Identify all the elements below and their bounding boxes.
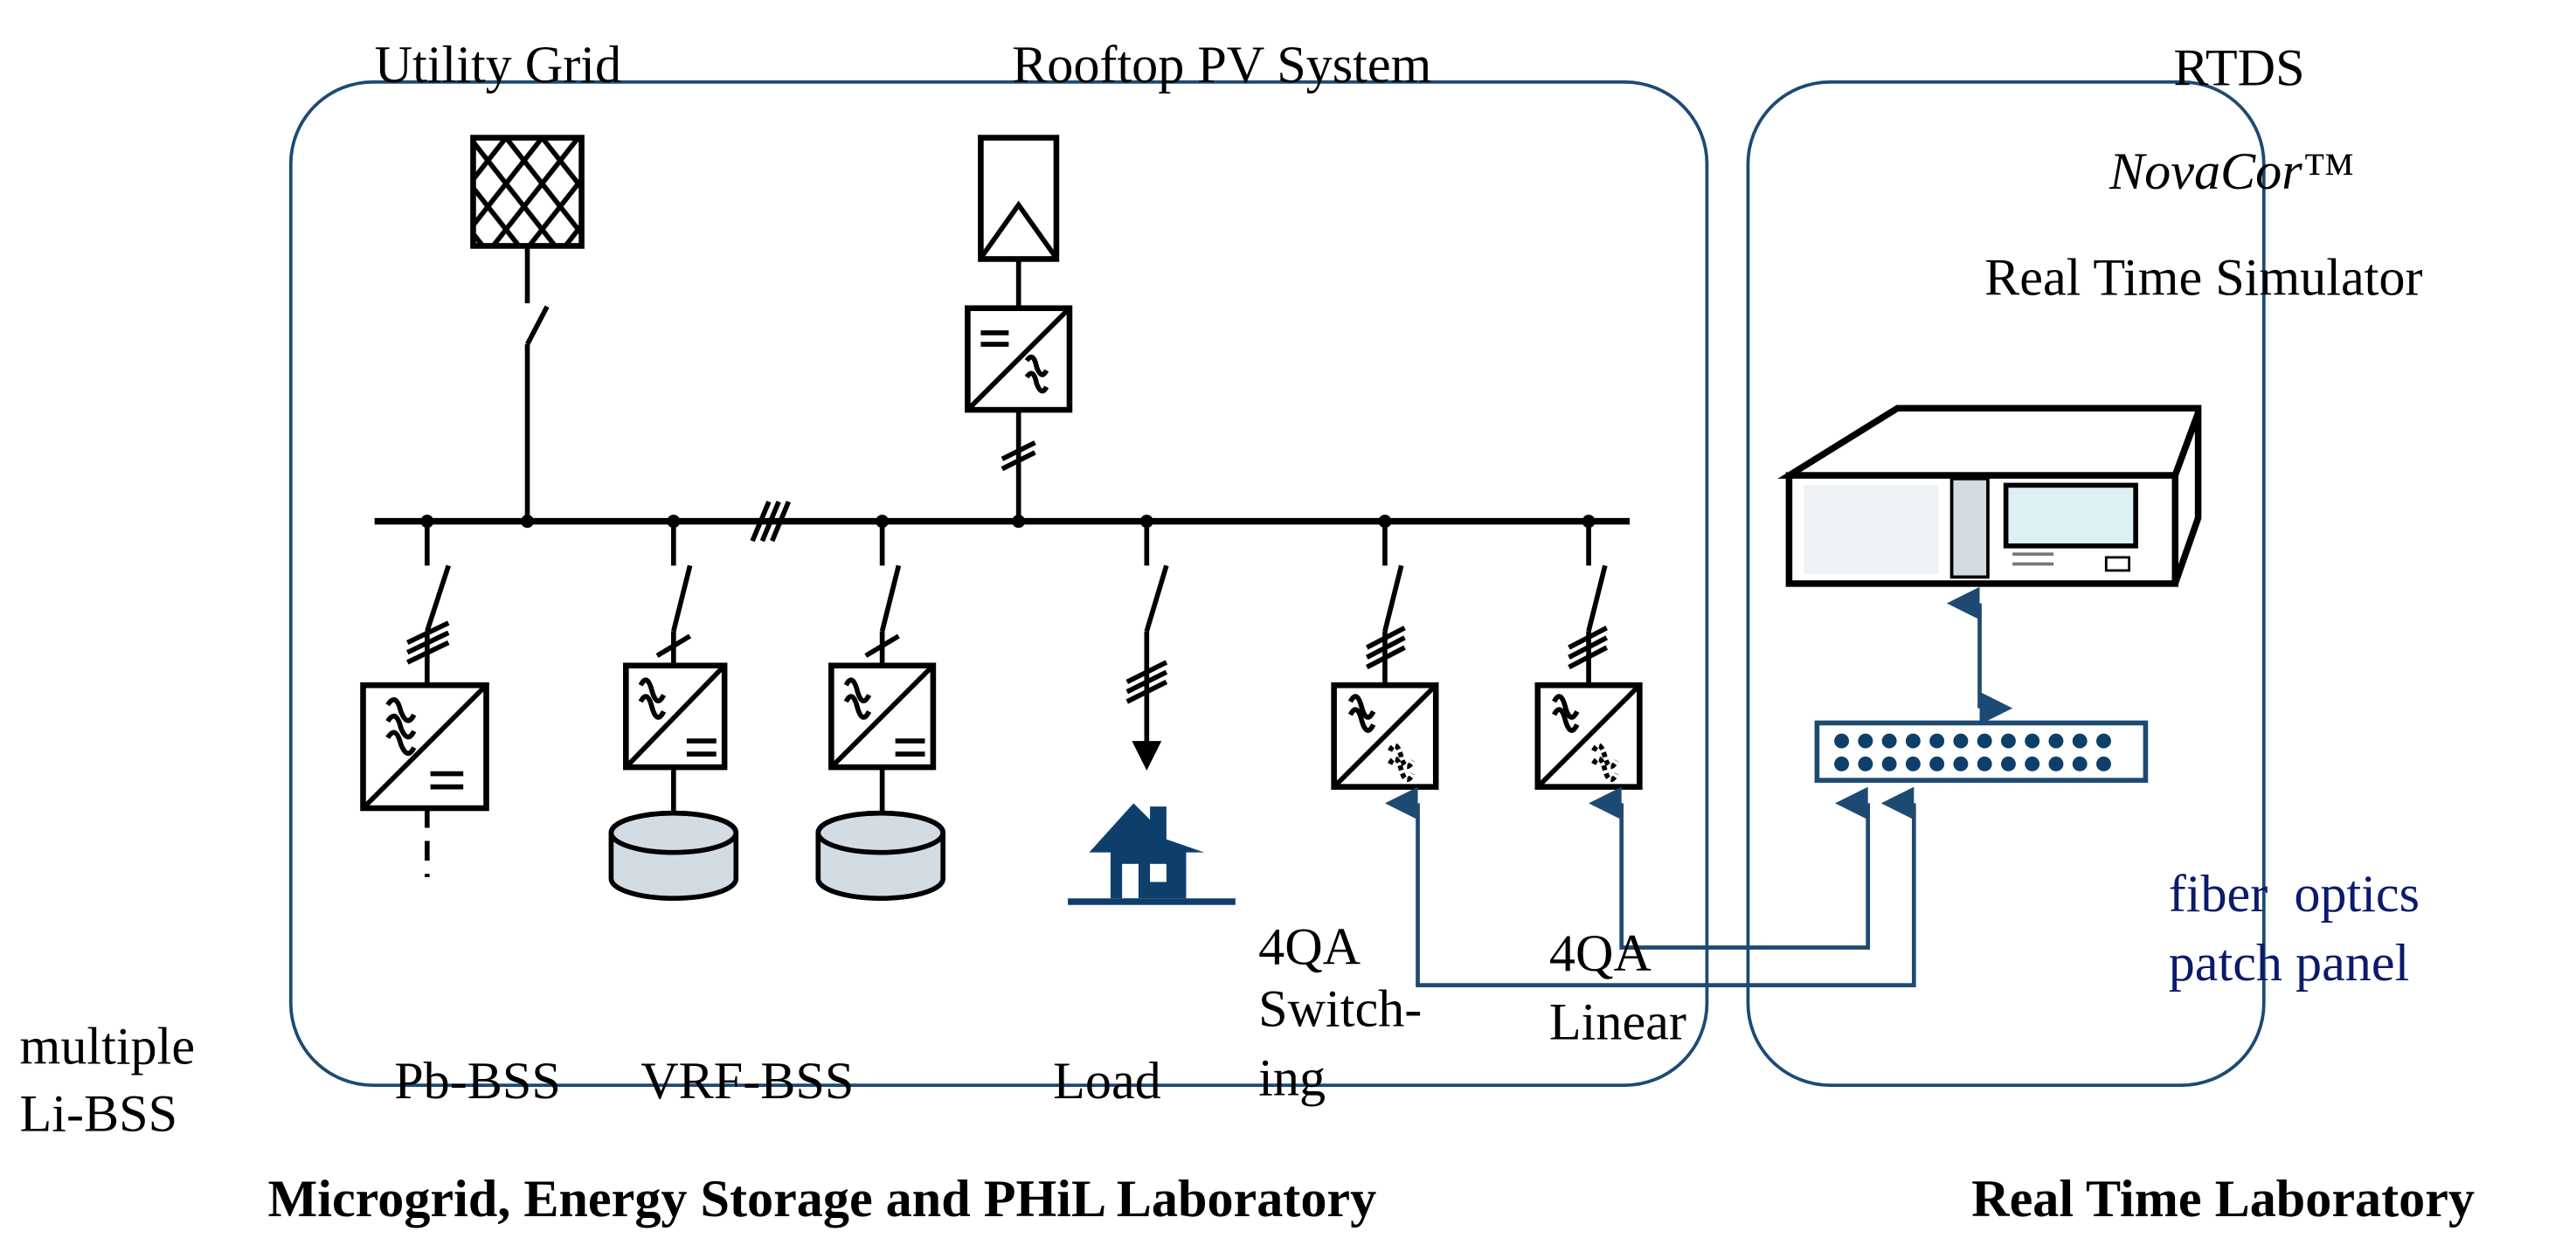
patch-panel-port <box>1953 733 1969 749</box>
patch-panel-port <box>2096 756 2111 771</box>
multiple-li-bss-label-2: Li-BSS <box>20 1085 178 1144</box>
rtds-label: RTDS <box>2173 39 2304 98</box>
patch-panel-port <box>2072 756 2088 771</box>
utility-grid-icon <box>470 135 585 522</box>
rooftop-pv-label: Rooftop PV System <box>1012 36 1431 94</box>
patch-panel-port <box>2048 756 2064 771</box>
qa-switching-label-1: 4QA <box>1258 917 1361 976</box>
microgrid-lab-title: Microgrid, Energy Storage and PHiL Labor… <box>267 1170 1376 1228</box>
patch-panel-port <box>2025 733 2040 749</box>
patch-panel-port <box>2000 733 2016 749</box>
multiple-li-bss-label-1: multiple <box>20 1018 195 1076</box>
real-time-simulator-icon <box>1777 405 2202 587</box>
utility-grid-label: Utility Grid <box>375 36 621 94</box>
patch-panel-port <box>1858 733 1873 749</box>
patch-panel-port <box>1929 756 1945 771</box>
patch-panel-port <box>2025 756 2040 771</box>
bus-nodes <box>420 515 1596 529</box>
novacor-label: NovaCor™ <box>2109 142 2354 201</box>
real-time-lab-frame <box>1746 80 2266 1087</box>
fiber-optics-label-1: fiber optics <box>2169 865 2420 923</box>
patch-panel-port <box>2048 733 2064 749</box>
load-label: Load <box>1053 1052 1161 1110</box>
qa-linear-label-1: 4QA <box>1549 924 1652 983</box>
patch-panel-port <box>1929 733 1945 749</box>
patch-panel-port <box>1858 756 1873 771</box>
patch-panel-port <box>2072 733 2088 749</box>
patch-panel-port <box>1905 733 1921 749</box>
fiber-link-switching <box>1384 786 1916 988</box>
patch-panel-port <box>1977 756 1992 771</box>
pv-panel-icon <box>978 135 1060 308</box>
battery-icon <box>608 810 739 902</box>
real-time-simulator-label: Real Time Simulator <box>1984 249 2422 308</box>
patch-panel-port <box>2096 733 2111 749</box>
microgrid-lab-frame <box>288 80 1709 1087</box>
vrf-bss-feeder-1 <box>608 521 739 902</box>
patch-panel-port <box>2000 756 2016 771</box>
vrf-bss-feeder-2 <box>815 521 945 902</box>
simulator-screen <box>2003 482 2138 549</box>
li-bss-feeder <box>360 521 489 877</box>
patch-panel-port <box>1953 756 1969 771</box>
fiber-link-linear <box>1589 786 1871 950</box>
patch-panel-port <box>1834 756 1850 771</box>
qa-switching-label-2: Switch- <box>1258 980 1422 1039</box>
bus-coupler-mark <box>750 501 792 543</box>
simulator-side-panel <box>1949 477 1990 579</box>
qa-switching-feeder <box>1331 521 1439 790</box>
patch-panel-port <box>1905 756 1921 771</box>
fiber-optics-label-2: patch panel <box>2169 934 2410 993</box>
qa-switching-label-3: ing <box>1258 1048 1326 1107</box>
qa-linear-label-2: Linear <box>1549 993 1686 1052</box>
patch-panel-port <box>1977 733 1992 749</box>
qa-linear-feeder <box>1534 521 1643 790</box>
house-icon <box>1068 803 1236 905</box>
pb-bss-label: Pb-BSS <box>394 1052 561 1110</box>
patch-panel-port <box>1881 733 1897 749</box>
vrf-bss-label: VRF-BSS <box>641 1052 854 1110</box>
real-time-lab-title: Real Time Laboratory <box>1971 1170 2475 1228</box>
pv-inverter-icon <box>965 305 1073 522</box>
battery-icon <box>815 810 945 902</box>
patch-panel-port <box>1834 733 1850 749</box>
patch-panel-port <box>1881 756 1897 771</box>
patch-panel-icon <box>1814 720 2149 783</box>
load-feeder <box>1125 521 1169 771</box>
